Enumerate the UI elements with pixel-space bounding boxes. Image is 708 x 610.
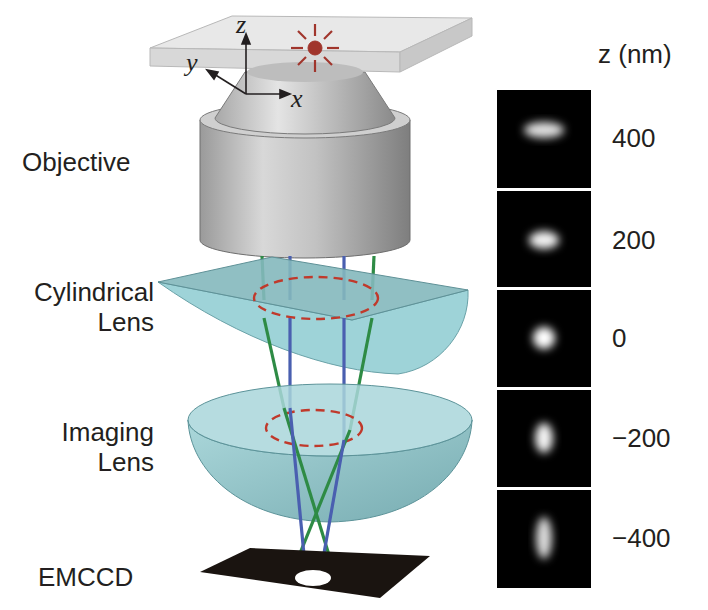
fluorophore-star	[291, 24, 339, 72]
axes	[207, 34, 290, 98]
part-name: Objective	[22, 148, 130, 178]
z-value: −200	[612, 424, 671, 454]
axis-label: x	[291, 84, 303, 114]
z-value: 400	[612, 124, 655, 154]
glass-slide-side	[400, 18, 472, 72]
objective-body	[200, 120, 410, 258]
imaging-lens-top	[188, 384, 472, 456]
axis-label: y	[186, 48, 198, 78]
cylindrical-lens-top	[158, 257, 468, 320]
z-value: 200	[612, 226, 655, 256]
beam-outline	[266, 410, 362, 446]
axis-label: z	[236, 10, 246, 40]
focal-spot	[295, 570, 331, 586]
axis-title: z (nm)	[598, 40, 672, 70]
z-value: 0	[612, 324, 626, 354]
part-name: Cylindrical Lens	[4, 278, 154, 338]
psf-images	[497, 88, 591, 588]
part-name: Imaging Lens	[4, 418, 154, 478]
z-value: −400	[612, 524, 671, 554]
part-name: EMCCD	[38, 563, 133, 593]
beam-outline	[254, 277, 378, 319]
emccd-chip	[200, 548, 430, 598]
objective-tip	[247, 62, 363, 82]
